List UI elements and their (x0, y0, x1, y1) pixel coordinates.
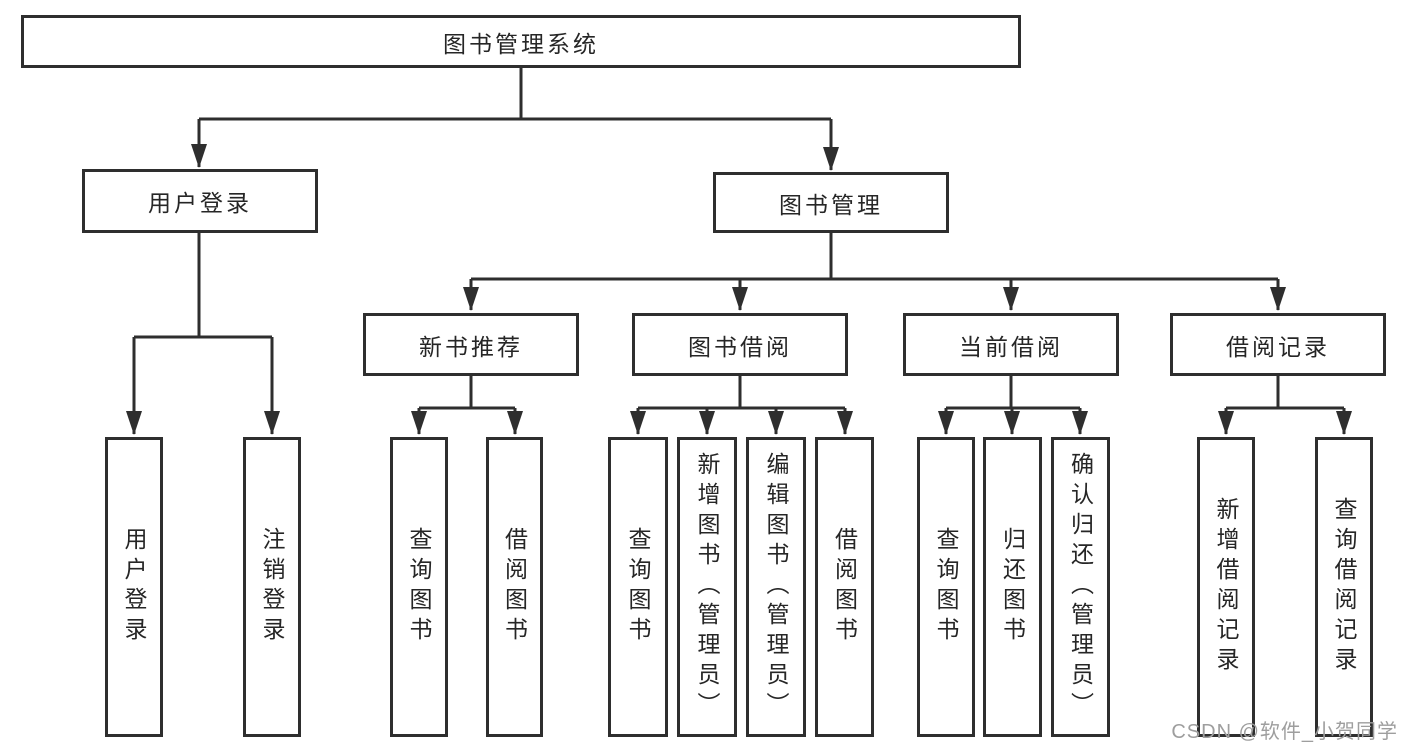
node-current-borrowing-label: 当前借阅 (959, 333, 1063, 360)
node-book-borrowing-label: 图书借阅 (688, 333, 792, 360)
leaf-borrow-books-borrow: 借阅图书 (815, 437, 874, 737)
leaf-add-borrow-record-label: 新增借阅记录 (1213, 497, 1239, 677)
node-borrowing-records-label: 借阅记录 (1226, 333, 1330, 360)
node-book-management: 图书管理 (713, 172, 949, 233)
leaf-borrow-books-recommend-label: 借阅图书 (501, 527, 528, 647)
leaf-query-borrow-record: 查询借阅记录 (1315, 437, 1373, 737)
trunk-lines (134, 68, 1344, 410)
leaf-query-books-recommend: 查询图书 (390, 437, 448, 737)
leaf-return-books: 归还图书 (983, 437, 1042, 737)
node-user-login-label: 用户登录 (148, 190, 252, 216)
leaf-edit-book-admin-label: 编辑图书（管理员） (763, 452, 789, 722)
node-borrowing-records: 借阅记录 (1170, 313, 1386, 376)
node-current-borrowing: 当前借阅 (903, 313, 1119, 376)
node-user-login: 用户登录 (82, 169, 318, 233)
leaf-query-books-borrow-label: 查询图书 (625, 527, 651, 647)
leaf-confirm-return-admin-label: 确认归还（管理员） (1067, 452, 1094, 722)
leaf-add-borrow-record: 新增借阅记录 (1197, 437, 1255, 737)
leaf-query-books-recommend-label: 查询图书 (406, 527, 432, 647)
node-new-book-recommendation-label: 新书推荐 (419, 333, 523, 360)
leaf-add-book-admin: 新增图书（管理员） (677, 437, 737, 737)
leaf-query-borrow-record-label: 查询借阅记录 (1331, 497, 1357, 677)
leaf-query-books-borrow: 查询图书 (608, 437, 668, 737)
node-root-label: 图书管理系统 (443, 30, 599, 57)
leaf-query-books-current-label: 查询图书 (933, 527, 959, 647)
leaf-user-login-label: 用户登录 (121, 527, 147, 647)
leaf-logout-label: 注销登录 (259, 527, 285, 647)
leaf-query-books-current: 查询图书 (917, 437, 975, 737)
leaf-edit-book-admin: 编辑图书（管理员） (746, 437, 806, 737)
leaf-logout: 注销登录 (243, 437, 301, 737)
node-book-management-label: 图书管理 (779, 191, 883, 218)
leaf-borrow-books-recommend: 借阅图书 (486, 437, 543, 737)
leaf-borrow-books-borrow-label: 借阅图书 (831, 527, 858, 647)
leaf-add-book-admin-label: 新增图书（管理员） (694, 452, 720, 722)
watermark: CSDN @软件_小贺同学 (1171, 721, 1398, 743)
node-book-borrowing: 图书借阅 (632, 313, 848, 376)
leaf-return-books-label: 归还图书 (999, 527, 1026, 647)
leaf-confirm-return-admin: 确认归还（管理员） (1051, 437, 1110, 737)
leaf-user-login: 用户登录 (105, 437, 163, 737)
node-root: 图书管理系统 (21, 15, 1021, 68)
node-new-book-recommendation: 新书推荐 (363, 313, 579, 376)
